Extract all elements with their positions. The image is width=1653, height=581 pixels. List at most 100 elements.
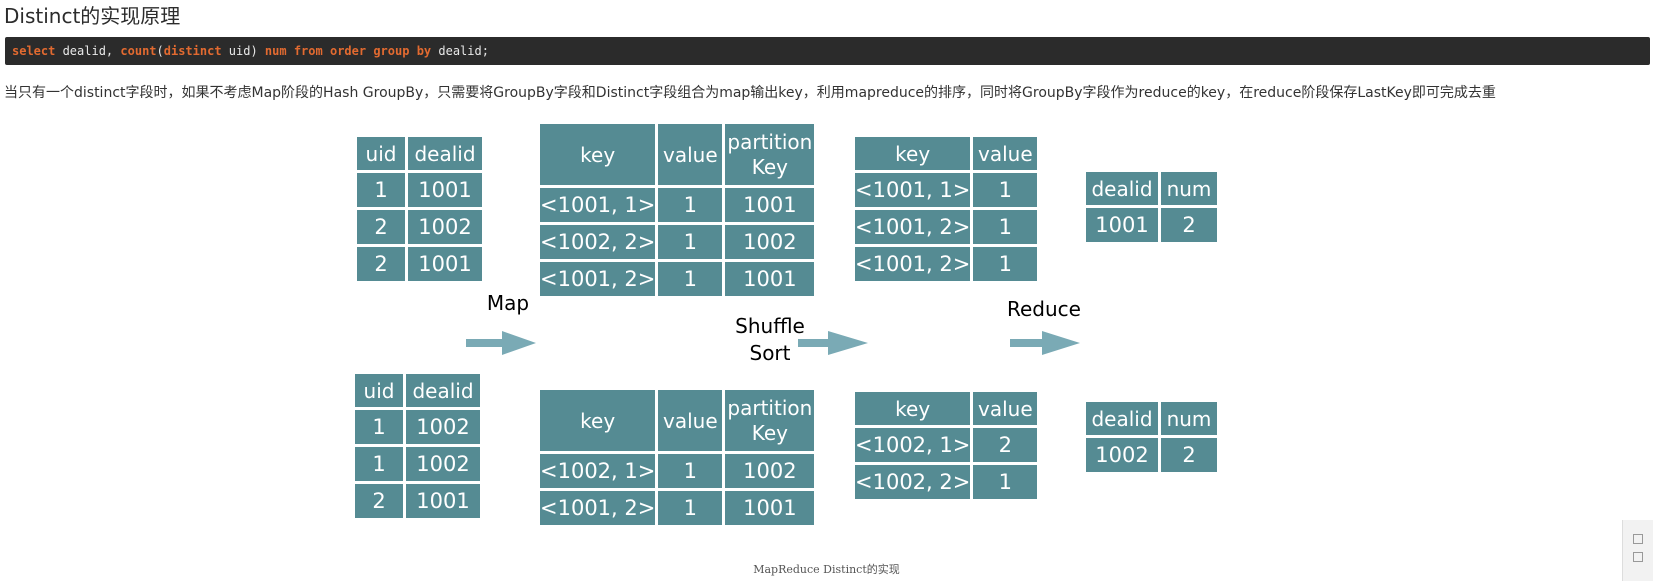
page-scroll-widget[interactable] [1622,520,1653,581]
table-cell: 1 [655,488,726,528]
table-cell: 1002 [403,444,483,484]
table-cell: 1 [354,170,408,210]
table-header-cell: uid [352,371,406,410]
table-header-cell: num [1158,399,1220,438]
table-header-cell: dealid [405,134,485,173]
table-cell: 1001 [722,185,818,225]
table-cell: 1001 [405,244,485,284]
map-arrow-icon [466,331,536,355]
expand-icon[interactable] [1633,534,1643,544]
table-cell: <1001, 2> [536,259,659,299]
table-header-cell: key [536,121,659,188]
table-header-cell: key [536,387,659,454]
code-keyword: from [293,44,323,58]
reduce-arrow-icon [1010,331,1080,355]
table-header-cell: value [970,389,1041,428]
code-keyword: group [373,44,410,58]
table-cell: 2 [1158,435,1220,475]
table-cell: 1 [970,244,1041,284]
table-row: <1001, 2>1 [851,207,1041,247]
code-keyword: order [329,44,367,58]
table-cell: 1 [970,207,1041,247]
table-cell: 1002 [1083,435,1161,475]
code-block: select dealid, count(distinct uid) num f… [5,37,1650,65]
table-header-cell: value [655,387,726,454]
table-cell: 1 [970,462,1041,502]
table-cell: <1001, 1> [536,185,659,225]
table-cell: <1001, 1> [851,170,974,210]
table-header-cell: partition Key [722,387,818,454]
table-cell: 2 [352,481,406,521]
table-row: <1002, 2>1 [851,462,1041,502]
description-paragraph: 当只有一个distinct字段时，如果不考虑Map阶段的Hash GroupBy… [4,85,1496,101]
table-header-cell: uid [354,134,408,173]
map-stage-label: Map [486,291,530,315]
code-text: dealid; [431,44,489,58]
table-cell: <1002, 1> [851,425,974,465]
table-header-cell: partition Key [722,121,818,188]
table-row: <1002, 1>2 [851,425,1041,465]
table-header-cell: key [851,389,974,428]
table-cell: 1001 [1083,205,1161,245]
table-cell: 1002 [722,451,818,491]
table-cell: 1 [970,170,1041,210]
table-cell: <1001, 2> [851,207,974,247]
table-cell: 1 [352,444,406,484]
page-title: Distinct的实现原理 [4,4,181,28]
table-cell: 1001 [722,488,818,528]
code-text: dealid, [55,44,121,58]
code-keyword: select [12,44,56,58]
table-cell: <1002, 1> [536,451,659,491]
table-row: <1001, 1>1 [851,170,1041,210]
table-cell: <1002, 2> [851,462,974,502]
sort-stage-label: Sort [749,341,791,365]
table-cell: 1001 [403,481,483,521]
table-header-cell: dealid [1083,169,1161,208]
shuffle-stage-label: Shuffle [735,314,805,338]
table-cell: 1 [655,222,726,262]
table-header-cell: value [970,134,1041,173]
table-header-cell: dealid [1083,399,1161,438]
table-row: <1001, 2>1 [851,244,1041,284]
table-cell: <1001, 2> [851,244,974,284]
code-keyword: by [416,44,432,58]
table-cell: 1 [352,407,406,447]
code-keyword: distinct [163,44,222,58]
code-text [409,44,416,58]
table-header-cell: num [1158,169,1220,208]
table-cell: <1001, 2> [536,488,659,528]
table-cell: 1001 [722,259,818,299]
figure-caption: MapReduce Distinct的实现 [753,563,900,576]
table-cell: 2 [354,207,408,247]
code-text [287,44,294,58]
code-text: ( [156,44,164,58]
table-cell: 2 [354,244,408,284]
table-cell: 1002 [405,207,485,247]
table-cell: <1002, 2> [536,222,659,262]
table-cell: 1002 [722,222,818,262]
table-cell: 2 [1158,205,1220,245]
table-cell: 1 [655,185,726,225]
collapse-icon[interactable] [1633,552,1643,562]
table-cell: 1 [655,451,726,491]
table-cell: 2 [970,425,1041,465]
